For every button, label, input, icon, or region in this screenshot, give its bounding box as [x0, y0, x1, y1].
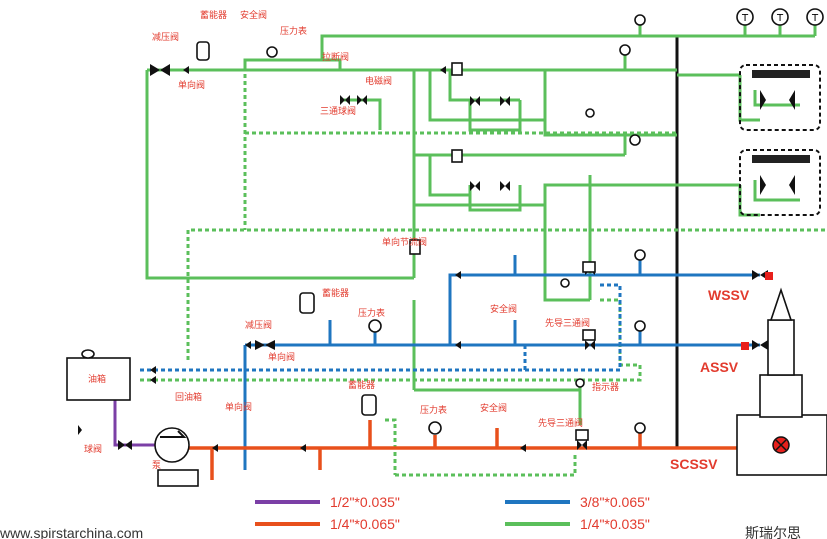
line-legend: 1/2"*0.035" 1/4"*0.065" 3/8"*0.065" 1/4"…: [255, 494, 650, 532]
temperature-icon: T: [776, 13, 784, 24]
label-pressure-reducer-mid: 减压阀: [245, 319, 272, 331]
label-safety-valve-mid: 安全阀: [490, 303, 517, 315]
label-pressure-gauge-mid: 压力表: [358, 307, 385, 319]
label-accumulator-mid: 蓄能器: [322, 287, 349, 299]
label-check-valve-top: 单向阀: [178, 79, 205, 91]
label-pull-valve: 拉断阀: [322, 51, 349, 63]
label-pilot-three-way-low: 先导三通阀: [538, 417, 583, 429]
blue-dashed-lines: [140, 283, 622, 372]
temperature-gauges: T T T: [736, 8, 824, 26]
label-three-way-ball-valve: 三通球阀: [320, 105, 356, 117]
label-accumulator-low: 蓄能器: [348, 379, 375, 391]
label-indicator: 指示器: [592, 381, 619, 393]
label-scssv: SCSSV: [670, 456, 718, 472]
label-check-throttle-valve: 单向节流阀: [382, 236, 427, 248]
label-pilot-three-way-mid: 先导三通阀: [545, 317, 590, 329]
legend-text-3: 3/8"*0.065": [580, 494, 650, 510]
label-solenoid-valve: 电磁阀: [365, 75, 392, 87]
solenoid-valve-icons: [409, 62, 596, 441]
label-pump: 泵: [152, 460, 161, 471]
label-check-valve-mid: 单向阀: [268, 351, 295, 363]
label-oil-tank: 油箱: [88, 373, 106, 385]
label-pressure-gauge-low: 压力表: [420, 404, 447, 416]
label-ball-valve: 球阀: [84, 443, 102, 455]
oil-tank-icon: [66, 349, 131, 401]
gauge-icons: [266, 14, 646, 435]
green-lines: [145, 20, 817, 425]
temperature-icon: T: [811, 13, 819, 24]
label-assv: ASSV: [700, 359, 739, 375]
pump-icon: [154, 427, 199, 487]
footer-brand: 斯瑞尔思: [745, 525, 801, 539]
label-pressure-reducer-top: 减压阀: [152, 31, 179, 43]
label-safety-valve-low: 安全阀: [480, 402, 507, 414]
actuator-blocks: [739, 64, 821, 216]
component-labels: 减压阀 蓄能器 安全阀 压力表 单向阀 拉断阀 电磁阀 三通球阀 单向节流阀 蓄…: [84, 9, 750, 472]
wellhead-tree: [736, 272, 827, 476]
check-valve-arrows: [150, 66, 526, 452]
accumulator-icons: [196, 41, 377, 416]
label-check-valve-low: 单向阀: [225, 401, 252, 413]
footer-website: www.spirstarchina.com: [0, 525, 143, 539]
label-wssv: WSSV: [708, 287, 750, 303]
valve-icons: [78, 64, 768, 450]
label-accumulator-top: 蓄能器: [200, 9, 227, 21]
blue-lines: [243, 255, 760, 470]
purple-lines: [113, 400, 160, 447]
legend-text-1: 1/2"*0.035": [330, 494, 400, 510]
label-return-oil-tank: 回油箱: [175, 391, 202, 403]
label-pressure-gauge-top: 压力表: [280, 25, 307, 37]
legend-text-2: 1/4"*0.065": [330, 516, 400, 532]
label-safety-valve-top: 安全阀: [240, 9, 267, 21]
legend-text-4: 1/4"*0.035": [580, 516, 650, 532]
temperature-icon: T: [741, 13, 749, 24]
